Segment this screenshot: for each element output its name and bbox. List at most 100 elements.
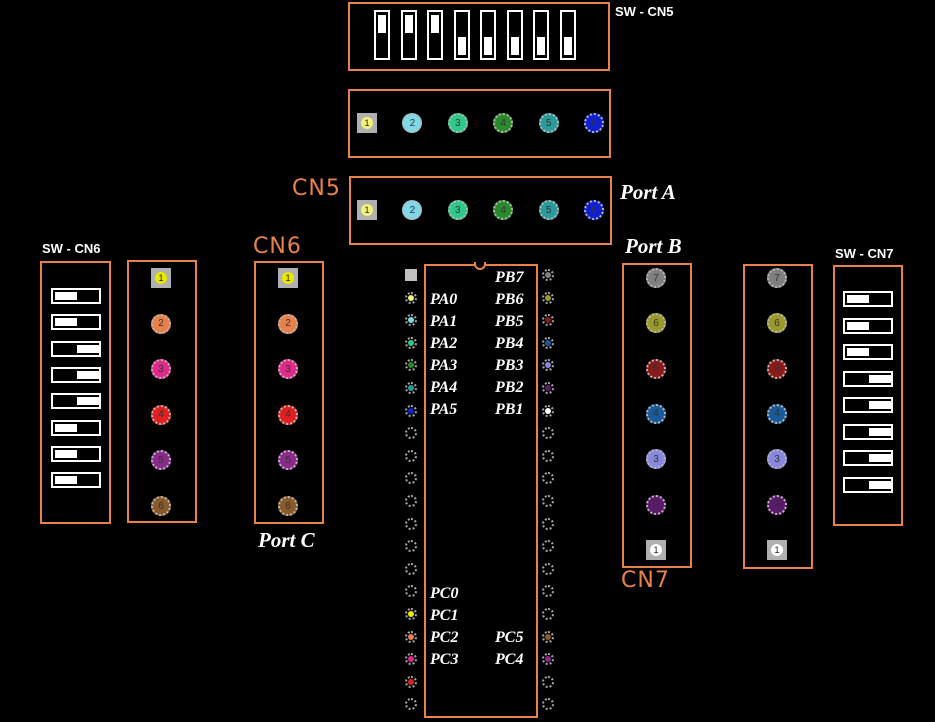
pin-number: 4 [774, 408, 780, 420]
ic-pin-dot [409, 589, 413, 594]
header-pin-4: 4 [767, 403, 787, 424]
ic-pin-dot [546, 431, 550, 436]
ic-pin-dot [408, 633, 414, 640]
header-pin-1: 1 [646, 539, 666, 560]
dip-switch-1[interactable] [843, 291, 893, 307]
ic-pin [405, 495, 417, 507]
ic-pin-dot [408, 294, 414, 301]
ic-pin-dot [545, 385, 551, 391]
label-pc1: PC1 [430, 607, 459, 624]
ic-pin-dot [409, 521, 413, 526]
pin-number: 3 [455, 117, 461, 129]
ic-pin-dot [545, 407, 551, 414]
header-pin-3: 3 [646, 449, 666, 470]
cn6-box [254, 261, 324, 524]
dip-switch-8[interactable] [559, 10, 576, 60]
pin-number: 4 [158, 409, 164, 421]
header-pin-4: 4 [151, 404, 171, 425]
dip-switch-8[interactable] [843, 476, 893, 493]
ic-pin [542, 449, 554, 462]
dip-switch-5[interactable] [480, 10, 496, 60]
ic-pin-dot [545, 317, 551, 324]
sw-cn6-box [40, 261, 111, 524]
dip-switch-4[interactable] [51, 366, 101, 383]
dip-switch-7[interactable] [533, 10, 549, 60]
pin-number: 5 [545, 117, 552, 129]
header-pin-5: 5 [278, 450, 298, 471]
ic-pin-dot [546, 612, 550, 616]
dip-switch-3[interactable] [843, 344, 893, 360]
dip-switch-3[interactable] [427, 10, 443, 60]
header-pin-2: 2 [646, 494, 666, 515]
pin-number: 6 [285, 500, 291, 512]
pin-number: 5 [774, 363, 780, 375]
ic-pin [405, 427, 417, 440]
ic-pin-dot [545, 633, 551, 640]
dip-switch-3[interactable] [51, 340, 101, 357]
pin-number: 5 [158, 454, 164, 466]
dip-switch-4[interactable] [453, 10, 470, 60]
ic-pin-1 [405, 269, 417, 281]
dip-switch-6[interactable] [51, 419, 101, 436]
port-c-label: Port C [258, 528, 315, 552]
dip-knob [55, 292, 77, 300]
ic-pin [542, 562, 554, 575]
pin-number: 2 [158, 318, 164, 330]
ic-pin [542, 269, 554, 281]
ic-pin [405, 449, 417, 462]
sw-cn5-header-box [348, 89, 611, 158]
dip-switch-4[interactable] [843, 370, 893, 387]
header-pin-2: 2 [151, 313, 171, 334]
dip-switch-5[interactable] [51, 393, 101, 410]
ic-pin-dot [546, 589, 550, 594]
dip-switch-5[interactable] [843, 397, 893, 413]
ic-body [424, 264, 538, 718]
pin-number: 1 [282, 272, 294, 284]
dip-knob [431, 15, 439, 33]
header-pin-3: 3 [447, 200, 468, 220]
pin-number: 5 [653, 363, 659, 375]
ic-pin [542, 698, 554, 711]
dip-knob [77, 344, 99, 353]
dip-switch-2[interactable] [843, 317, 893, 334]
label-pb4: PB4 [495, 335, 524, 352]
ic-pin [405, 291, 417, 304]
dip-switch-8[interactable] [51, 472, 101, 489]
dip-switch-2[interactable] [400, 10, 417, 60]
header-pin-3: 3 [447, 113, 468, 133]
header-pin-5: 5 [538, 113, 559, 133]
dip-switch-7[interactable] [843, 450, 893, 466]
ic-pin [542, 336, 554, 349]
ic-pin [405, 562, 417, 575]
dip-switch-1[interactable] [374, 10, 390, 60]
label-pa3: PA3 [430, 357, 458, 374]
dip-knob [378, 15, 386, 33]
pin-number: 1 [771, 543, 783, 556]
dip-knob [77, 397, 99, 406]
header-pin-1: 1 [357, 200, 377, 220]
header-pin-4: 4 [278, 404, 298, 425]
dip-switch-7[interactable] [51, 445, 101, 462]
pin-number: 3 [158, 363, 164, 375]
ic-pin [542, 540, 554, 553]
dip-knob [55, 318, 77, 327]
header-pin-1: 1 [767, 539, 787, 560]
dip-knob [457, 37, 466, 55]
ic-pin-dot [409, 453, 413, 458]
header-pin-7: 7 [767, 268, 787, 288]
label-pa1: PA1 [430, 313, 458, 330]
port-a-label: Port A [620, 180, 676, 204]
dip-knob [537, 37, 545, 55]
dip-switch-6[interactable] [506, 10, 523, 60]
ic-pin [542, 314, 554, 327]
dip-switch-2[interactable] [51, 314, 101, 331]
ic-pin [405, 585, 417, 598]
dip-switch-6[interactable] [843, 423, 893, 440]
pin-number: 1 [650, 543, 662, 556]
ic-pin-dot [408, 385, 414, 391]
header-pin-5: 5 [767, 358, 787, 379]
header-pin-2: 2 [402, 200, 423, 220]
ic-pin-dot [545, 362, 551, 369]
pin-number: 3 [455, 204, 461, 216]
dip-switch-1[interactable] [51, 288, 101, 304]
